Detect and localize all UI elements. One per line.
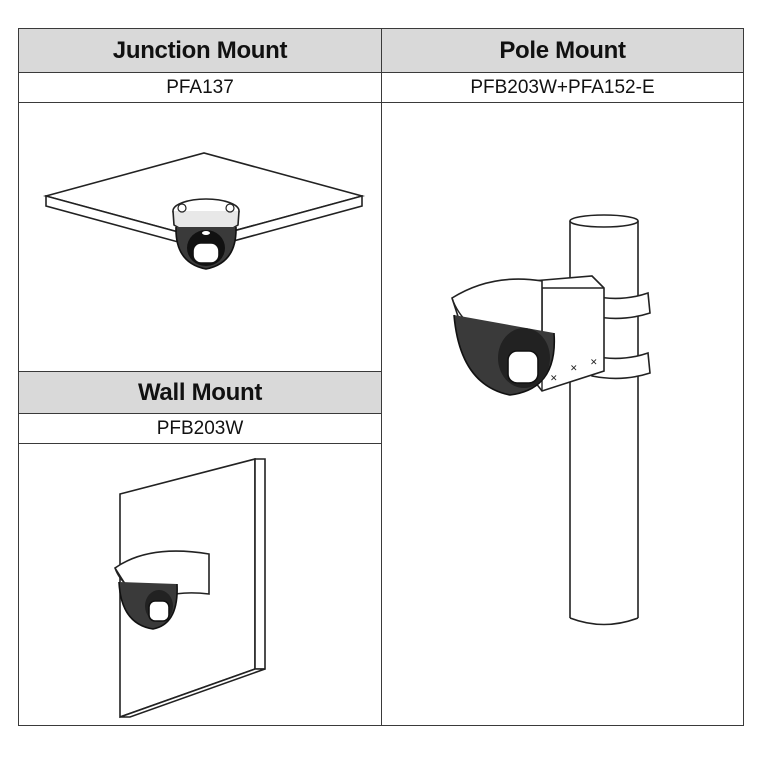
pole-mount-model-cell: PFB203W+PFA152-E (381, 72, 744, 103)
junction-mount-illustration (18, 102, 382, 372)
pole-mount-model: PFB203W+PFA152-E (470, 76, 655, 98)
wall-mount-header: Wall Mount (18, 371, 382, 414)
junction-mount-model-cell: PFA137 (18, 72, 382, 103)
pole-mount-title: Pole Mount (499, 36, 626, 64)
pole-mount-drawing: ✕ ✕ ✕ (451, 214, 651, 626)
pole-mount-illustration: ✕ ✕ ✕ (381, 102, 744, 726)
junction-mount-header: Junction Mount (18, 28, 382, 73)
junction-mount-title: Junction Mount (112, 36, 288, 64)
wall-mount-model: PFB203W (156, 417, 244, 439)
junction-mount-drawing (42, 152, 366, 270)
svg-text:✕: ✕ (550, 373, 558, 383)
svg-text:✕: ✕ (590, 357, 598, 367)
wall-mount-illustration (18, 443, 382, 726)
pole-mount-header: Pole Mount (381, 28, 744, 73)
wall-mount-drawing (113, 457, 266, 719)
junction-mount-model: PFA137 (166, 76, 234, 98)
wall-mount-title: Wall Mount (137, 378, 263, 406)
svg-text:✕: ✕ (570, 363, 578, 373)
wall-mount-model-cell: PFB203W (18, 413, 382, 444)
